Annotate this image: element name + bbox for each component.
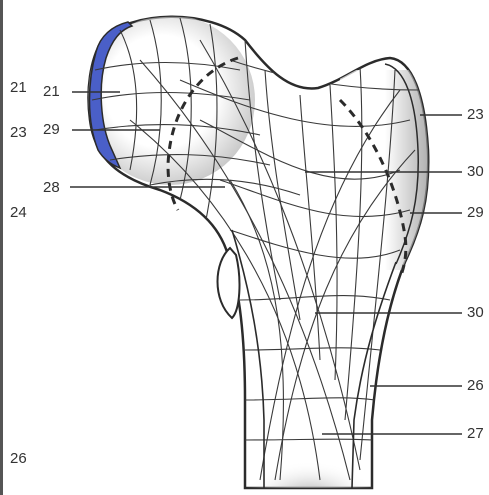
callout-label-28: 28 — [43, 180, 60, 195]
callout-label-23: 23 — [467, 107, 484, 122]
callout-label-30-upper: 30 — [467, 164, 484, 179]
callout-label-27: 27 — [467, 426, 484, 441]
callout-label-21: 21 — [43, 84, 60, 99]
callout-label-30-lower: 30 — [467, 305, 484, 320]
margin-label-23: 23 — [10, 125, 27, 140]
callout-label-26: 26 — [467, 378, 484, 393]
margin-label-24: 24 — [10, 205, 27, 220]
margin-label-21: 21 — [10, 80, 27, 95]
callout-label-29: 29 — [43, 122, 60, 137]
lesser-trochanter — [218, 248, 240, 318]
margin-label-26: 26 — [10, 451, 27, 466]
callout-label-29-right: 29 — [467, 205, 484, 220]
femur-body — [85, 15, 430, 495]
